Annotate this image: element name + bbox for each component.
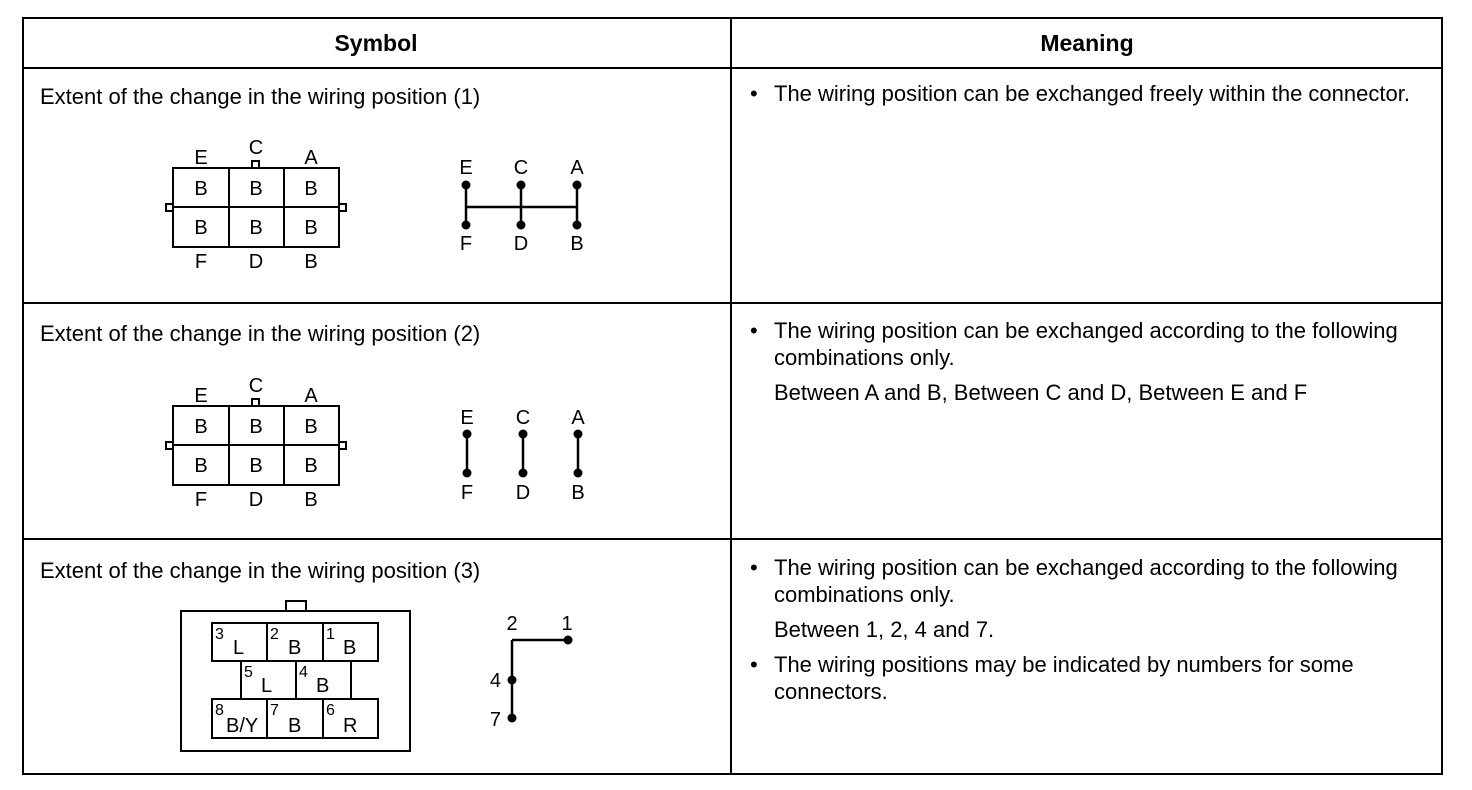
pin-label: A (304, 385, 318, 407)
row-2-connector-symbol: E C A B B B B B B F D B (165, 375, 347, 511)
wire-color: L (261, 675, 272, 697)
wire-color: B (304, 455, 317, 477)
row-2-meaning: The wiring position can be exchanged acc… (750, 317, 1430, 406)
wire-color: B (288, 715, 301, 737)
row-divider-1 (22, 302, 1443, 304)
meaning-bullet: The wiring positions may be indicated by… (750, 651, 1430, 705)
meaning-bullet: The wiring position can be exchanged acc… (750, 317, 1430, 371)
pin-label: 1 (561, 613, 572, 635)
wire-color: B (304, 416, 317, 438)
connector-latch (251, 160, 260, 169)
connector-left-tab (165, 203, 174, 212)
pin-label: B (571, 482, 584, 504)
meaning-bullet: The wiring position can be exchanged fre… (750, 80, 1430, 107)
pin-label: 4 (490, 670, 501, 692)
pin-number: 6 (326, 702, 335, 719)
row-3-connection-diagram: 2 1 4 7 (490, 613, 573, 731)
pin-label: D (249, 489, 263, 511)
wire-color: B/Y (226, 715, 258, 737)
column-divider (730, 17, 732, 775)
wire-color: B (249, 455, 262, 477)
pin-label: B (570, 233, 583, 255)
connector-right-tab (338, 203, 347, 212)
wire-color: B (316, 675, 329, 697)
pin-label: D (514, 233, 528, 255)
symbol-column-header: Symbol (334, 30, 418, 56)
wire-color: R (343, 715, 357, 737)
connector-latch (251, 398, 260, 407)
pin-label: E (194, 385, 207, 407)
pin-number: 8 (215, 702, 224, 719)
meaning-combinations: Between 1, 2, 4 and 7. (774, 617, 995, 642)
pin-label: C (249, 375, 263, 397)
pin-label: B (304, 489, 317, 511)
row-1-title: Extent of the change in the wiring posit… (40, 84, 481, 109)
row-divider-2 (22, 538, 1443, 540)
pin-label: F (460, 233, 472, 255)
row-2-title: Extent of the change in the wiring posit… (40, 321, 481, 346)
pin-number: 4 (299, 664, 308, 681)
pin-label: D (249, 251, 263, 273)
pin-label: F (461, 482, 473, 504)
pin-label: D (516, 482, 530, 504)
meaning-combinations: Between A and B, Between C and D, Betwee… (774, 380, 1308, 405)
wire-color: B (249, 178, 262, 200)
pin-number: 1 (326, 626, 335, 643)
connector-left-tab (165, 441, 174, 450)
wire-color: B (194, 217, 207, 239)
wire-color: B (304, 178, 317, 200)
row-1-connection-diagram: E C A F D B (459, 157, 584, 255)
pin-label: E (194, 147, 207, 169)
pin-label: C (514, 157, 528, 179)
pin-number: 2 (270, 626, 279, 643)
row-2-connection-diagram: E C A F D B (460, 407, 585, 504)
pin-label: F (195, 251, 207, 273)
pin-label: C (516, 407, 530, 429)
wire-color: B (343, 637, 356, 659)
row-1-connector-symbol: E C A B B B B B B F D B (165, 137, 347, 273)
connector-right-tab (338, 441, 347, 450)
row-3-title: Extent of the change in the wiring posit… (40, 558, 481, 583)
wire-color: B (194, 178, 207, 200)
row-3-meaning: The wiring position can be exchanged acc… (750, 554, 1430, 705)
table-border (22, 17, 1443, 775)
meaning-column-header: Meaning (1040, 30, 1134, 56)
header-divider (22, 67, 1443, 69)
row-1-meaning: The wiring position can be exchanged fre… (750, 80, 1430, 107)
pin-label: A (304, 147, 318, 169)
wire-color: B (249, 217, 262, 239)
wire-color: B (304, 217, 317, 239)
wire-color: L (233, 637, 244, 659)
pin-number: 3 (215, 626, 224, 643)
pin-number: 7 (270, 702, 279, 719)
pin-label: E (460, 407, 473, 429)
wire-color: B (194, 455, 207, 477)
pin-label: E (459, 157, 472, 179)
connector-latch (285, 600, 307, 612)
pin-label: C (249, 137, 263, 159)
wire-color: B (288, 637, 301, 659)
row-3-connector-symbol: 3 L 2 B 1 B 5 L 4 B 8 B/Y 7 B 6 R (180, 600, 411, 752)
wire-color: B (194, 416, 207, 438)
pin-label: 7 (490, 709, 501, 731)
pin-label: 2 (506, 613, 517, 635)
meaning-bullet: The wiring position can be exchanged acc… (750, 554, 1430, 608)
pin-label: F (195, 489, 207, 511)
wire-color: B (249, 416, 262, 438)
pin-label: A (570, 157, 584, 179)
pin-number: 5 (244, 664, 253, 681)
pin-label: A (571, 407, 585, 429)
spacer (750, 643, 1430, 651)
pin-label: B (304, 251, 317, 273)
